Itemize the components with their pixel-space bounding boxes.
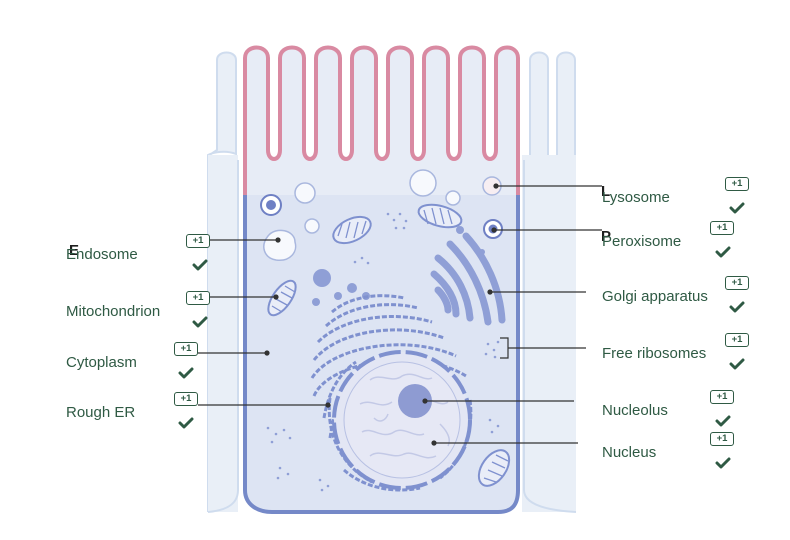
- plus-one-badge-icon: +1: [725, 276, 749, 290]
- label-golgi-apparatus[interactable]: Golgi apparatus: [602, 288, 708, 305]
- checkmark-icon: [729, 202, 745, 214]
- plus-one-badge-icon: +1: [174, 342, 198, 356]
- microvilli: [243, 45, 520, 195]
- label-mitochondrion[interactable]: Mitochondrion: [66, 303, 161, 320]
- peroxisome-stub-letter: P: [601, 228, 612, 245]
- plus-one-badge-icon: +1: [725, 177, 749, 191]
- checkmark-icon: [729, 358, 745, 370]
- golgi-organelle: [430, 232, 506, 326]
- label-rough-er[interactable]: Rough ER: [66, 404, 136, 421]
- plus-one-badge-icon: +1: [186, 234, 210, 248]
- plus-one-badge-icon: +1: [725, 333, 749, 347]
- checkmark-icon: [192, 259, 208, 271]
- neighbor-cell-left: [207, 51, 239, 513]
- label-lysosome[interactable]: Lysosome: [602, 189, 670, 206]
- label-nucleolus[interactable]: Nucleolus: [602, 402, 668, 419]
- nucleolus-organelle: [398, 384, 432, 418]
- label-endosome[interactable]: Endosome: [66, 246, 138, 263]
- vesicles: [294, 169, 502, 234]
- label-peroxisome[interactable]: Peroxisome: [602, 233, 682, 250]
- label-nucleus[interactable]: Nucleus: [602, 444, 657, 461]
- lysosome-stub-letter: L: [601, 183, 611, 200]
- checkmark-icon: [178, 367, 194, 379]
- plus-one-badge-icon: +1: [186, 291, 210, 305]
- cell-membrane: [243, 195, 520, 514]
- checkmark-icon: [192, 316, 208, 328]
- checkmark-icon: [715, 415, 731, 427]
- checkmark-icon: [715, 246, 731, 258]
- nucleus-organelle: [332, 350, 472, 490]
- plus-one-badge-icon: +1: [710, 221, 734, 235]
- checkmark-icon: [715, 457, 731, 469]
- label-cytoplasm[interactable]: Cytoplasm: [66, 354, 137, 371]
- endosome-stub-letter: E: [69, 242, 80, 259]
- plus-one-badge-icon: +1: [710, 390, 734, 404]
- checkmark-icon: [729, 301, 745, 313]
- plus-one-badge-icon: +1: [174, 392, 198, 406]
- checkmark-icon: [178, 417, 194, 429]
- peroxisome-organelles: [260, 194, 503, 239]
- leader-lines: [198, 183, 602, 446]
- endosome-organelle: [263, 229, 297, 261]
- mitochondria: [267, 203, 511, 487]
- plus-one-badge-icon: +1: [710, 432, 734, 446]
- free-ribosomes-organelle: [266, 212, 500, 492]
- neighbor-cell-right: [522, 51, 577, 513]
- label-free-ribosomes[interactable]: Free ribosomes: [602, 345, 707, 362]
